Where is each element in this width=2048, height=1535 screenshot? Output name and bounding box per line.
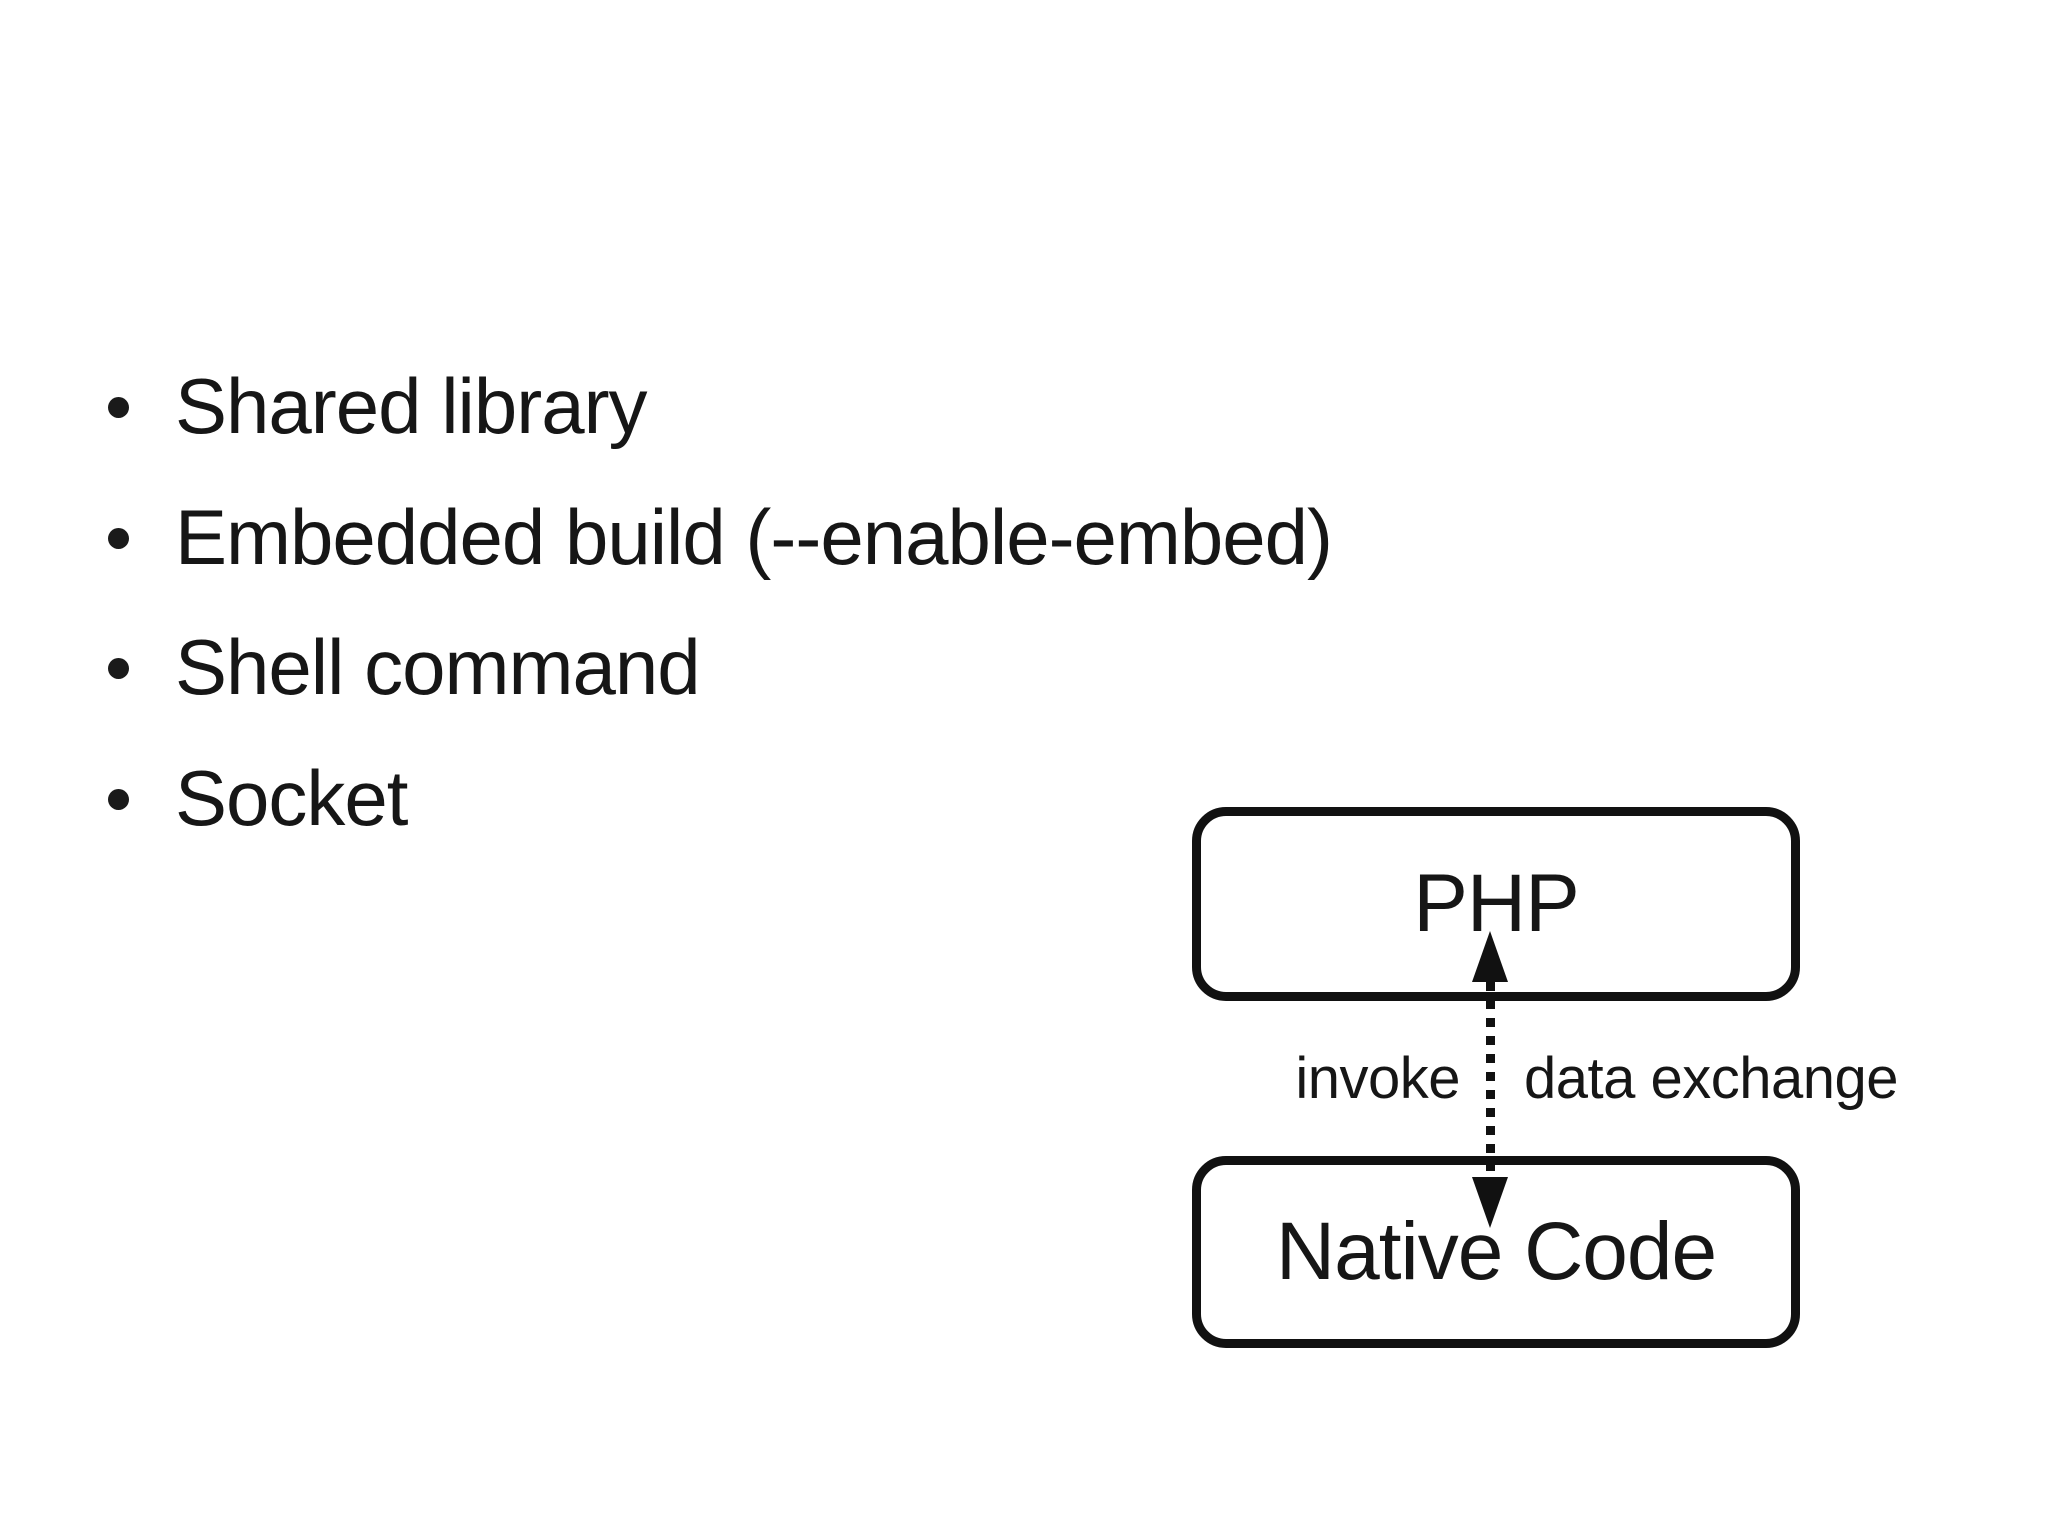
native-code-box: Native Code bbox=[1192, 1156, 1800, 1348]
bullet-label: Socket bbox=[175, 754, 408, 842]
bullet-icon bbox=[108, 527, 129, 549]
bullet-icon bbox=[108, 788, 129, 810]
arrow-dotted-line bbox=[1486, 982, 1495, 1178]
bullet-label: Embedded build (--enable-embed) bbox=[175, 493, 1333, 581]
invoke-label: invoke bbox=[1295, 1046, 1460, 1111]
bullet-label: Shared library bbox=[175, 362, 648, 450]
bullet-icon bbox=[108, 396, 129, 418]
bullet-item-shell-command: Shell command bbox=[108, 623, 701, 711]
data-exchange-label: data exchange bbox=[1524, 1046, 1899, 1111]
bullet-icon bbox=[108, 657, 129, 679]
bullet-item-shared-library: Shared library bbox=[108, 362, 648, 450]
bullet-label: Shell command bbox=[175, 623, 701, 711]
bullet-item-socket: Socket bbox=[108, 754, 408, 842]
bullet-item-embedded-build: Embedded build (--enable-embed) bbox=[108, 493, 1333, 581]
arrow-down-icon bbox=[1472, 1177, 1508, 1228]
arrow-up-icon bbox=[1472, 931, 1508, 982]
